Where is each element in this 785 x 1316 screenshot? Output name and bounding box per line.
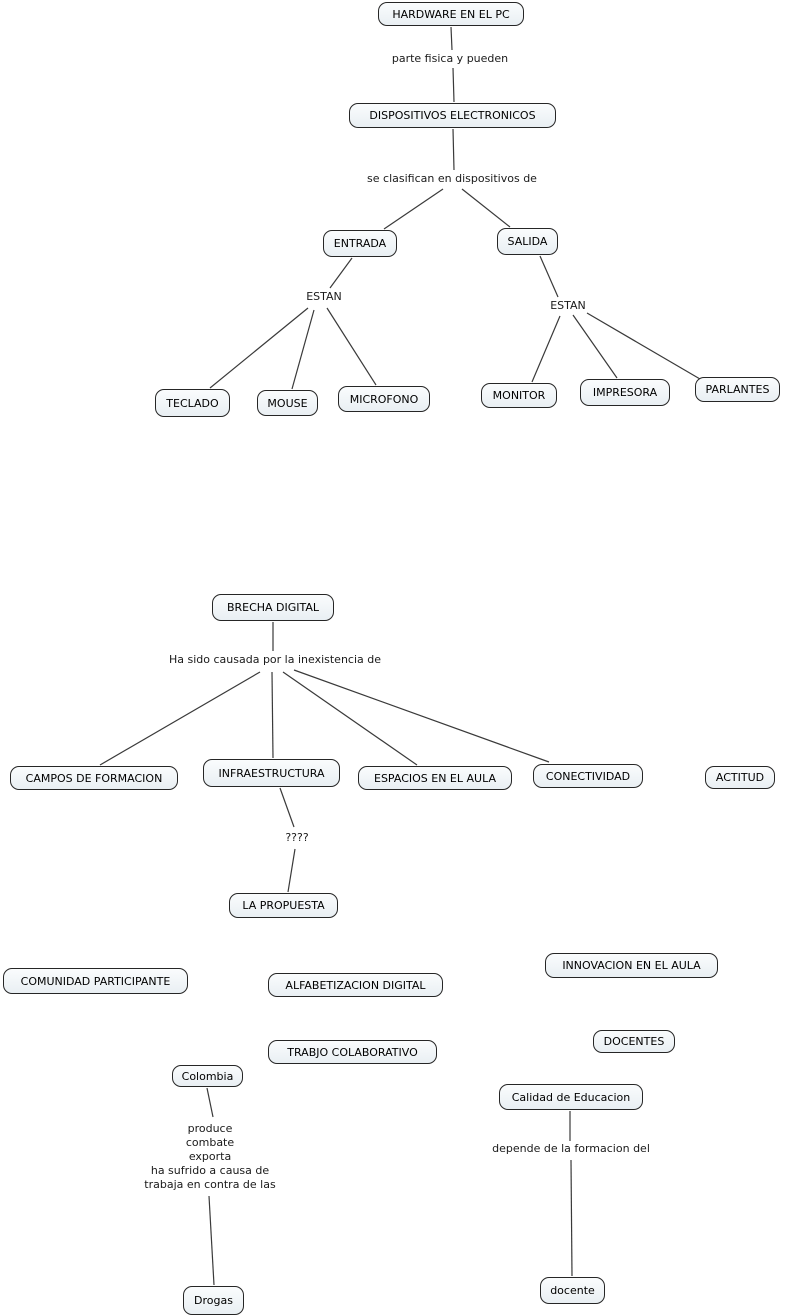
node-drogas[interactable]: Drogas <box>183 1286 244 1315</box>
linking-phrase-parte-fisica[interactable]: parte fisica y pueden <box>391 52 509 65</box>
connector-line-estan-salida--monitor <box>531 315 561 383</box>
connector-line-estan-entrada--mouse <box>291 309 315 390</box>
connector-line-hardware-en-el-pc--parte-fisica <box>450 26 453 51</box>
connector-line-entrada--estan-entrada <box>329 257 353 289</box>
node-mouse[interactable]: MOUSE <box>257 390 318 416</box>
connector-line-parte-fisica--dispositivos-electronicos <box>452 67 455 103</box>
node-parlantes[interactable]: PARLANTES <box>695 377 780 402</box>
node-salida[interactable]: SALIDA <box>497 228 558 255</box>
node-innovacion-en-el-aula[interactable]: INNOVACION EN EL AULA <box>545 953 718 978</box>
node-conectividad[interactable]: CONECTIVIDAD <box>533 764 643 788</box>
connector-line-ha-sido-causada--infraestructura <box>271 671 274 759</box>
connector-line-ha-sido-causada--espacios-en-el-aula <box>282 671 418 766</box>
connector-line-se-clasifican--salida <box>461 188 511 228</box>
connector-line-estan-salida--parlantes <box>586 312 701 380</box>
node-trabjo-colaborativo[interactable]: TRABJO COLABORATIVO <box>268 1040 437 1064</box>
linking-phrase-se-clasifican[interactable]: se clasifican en dispositivos de <box>367 172 537 185</box>
linking-phrase-colombia-acciones[interactable]: produce combate exporta ha sufrido a cau… <box>144 1122 276 1191</box>
connector-line-salida--estan-salida <box>539 255 559 298</box>
node-teclado[interactable]: TECLADO <box>155 389 230 417</box>
node-alfabetizacion-digital[interactable]: ALFABETIZACION DIGITAL <box>268 973 443 997</box>
connector-line-se-clasifican--entrada <box>383 188 444 230</box>
linking-phrase-depende-formacion[interactable]: depende de la formacion del <box>492 1142 650 1155</box>
connector-line-estan-entrada--teclado <box>209 307 309 389</box>
node-colombia[interactable]: Colombia <box>172 1065 243 1087</box>
node-docente[interactable]: docente <box>540 1277 605 1304</box>
linking-phrase-estan-salida[interactable]: ESTAN <box>550 299 586 312</box>
node-la-propuesta[interactable]: LA PROPUESTA <box>229 893 338 918</box>
linking-phrase-estan-entrada[interactable]: ESTAN <box>306 290 342 303</box>
node-campos-de-formacion[interactable]: CAMPOS DE FORMACION <box>10 766 178 790</box>
node-infraestructura[interactable]: INFRAESTRUCTURA <box>203 759 340 787</box>
connector-line-infraestructura--interrogantes <box>279 787 295 828</box>
connector-line-colombia-acciones--drogas <box>208 1195 215 1286</box>
node-comunidad-participante[interactable]: COMUNIDAD PARTICIPANTE <box>3 968 188 994</box>
connector-line-dispositivos-electronicos--se-clasifican <box>452 128 455 171</box>
connector-line-depende-formacion--docente <box>570 1159 573 1277</box>
node-microfono[interactable]: MICROFONO <box>338 386 430 412</box>
node-dispositivos-electronicos[interactable]: DISPOSITIVOS ELECTRONICOS <box>349 103 556 128</box>
node-impresora[interactable]: IMPRESORA <box>580 379 670 406</box>
node-brecha-digital[interactable]: BRECHA DIGITAL <box>212 594 334 621</box>
connector-line-estan-salida--impresora <box>572 314 618 379</box>
node-hardware-en-el-pc[interactable]: HARDWARE EN EL PC <box>378 2 524 26</box>
linking-phrase-interrogantes[interactable]: ???? <box>285 831 309 844</box>
linking-phrase-ha-sido-causada[interactable]: Ha sido causada por la inexistencia de <box>168 653 382 666</box>
node-calidad-de-educacion[interactable]: Calidad de Educacion <box>499 1084 643 1110</box>
connector-line-colombia--colombia-acciones <box>206 1087 214 1118</box>
connector-line-interrogantes--la-propuesta <box>287 848 296 893</box>
node-entrada[interactable]: ENTRADA <box>323 230 397 257</box>
connector-line-estan-entrada--microfono <box>326 307 377 386</box>
node-espacios-en-el-aula[interactable]: ESPACIOS EN EL AULA <box>358 766 512 790</box>
node-actitud[interactable]: ACTITUD <box>705 766 775 789</box>
node-monitor[interactable]: MONITOR <box>481 383 557 408</box>
node-docentes[interactable]: DOCENTES <box>593 1030 675 1053</box>
connector-line-ha-sido-causada--conectividad <box>293 669 550 763</box>
connector-line-ha-sido-causada--campos-de-formacion <box>99 671 261 766</box>
